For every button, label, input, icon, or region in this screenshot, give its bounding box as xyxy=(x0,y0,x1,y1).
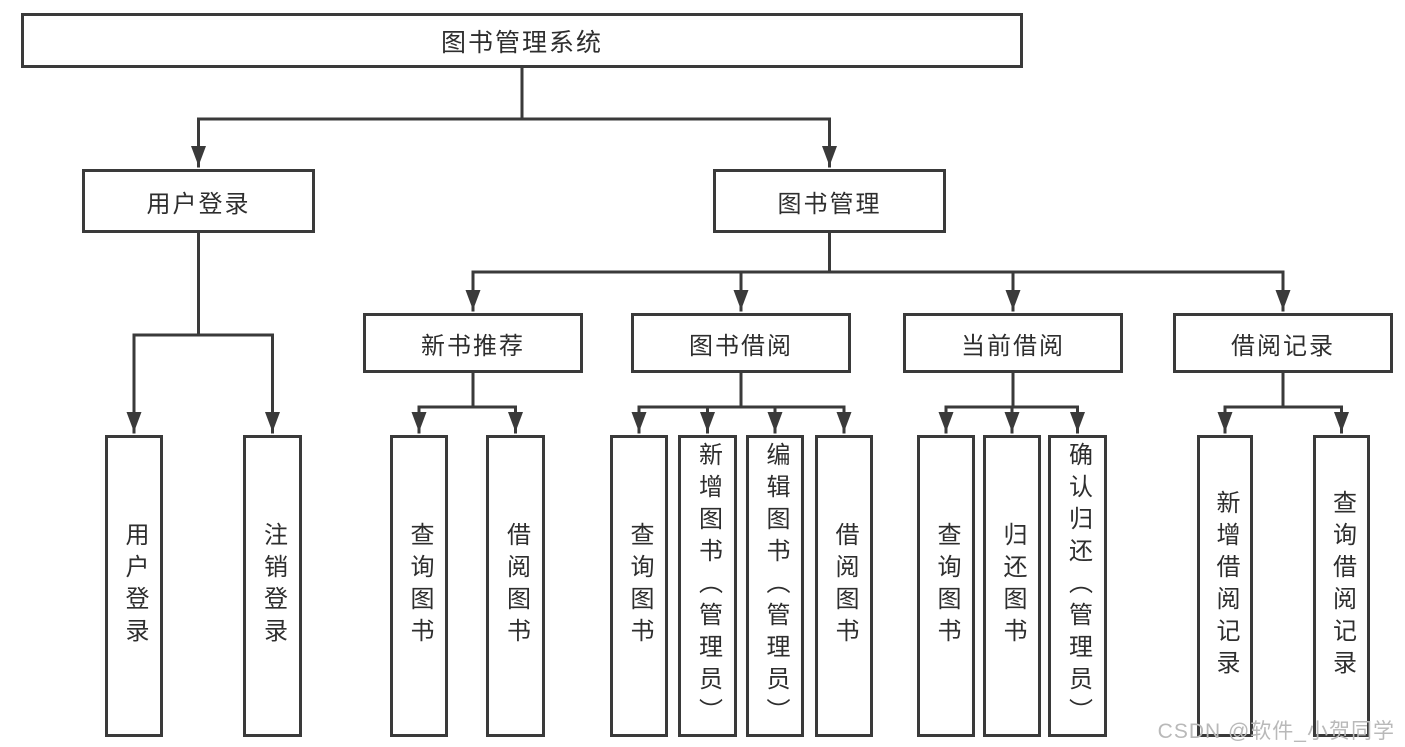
leaf-return-books: 归还图书 xyxy=(983,435,1041,737)
node-new-book-recommend: 新书推荐 xyxy=(363,313,583,373)
node-user-login: 用户登录 xyxy=(82,169,315,233)
leaf-query-borrow-record: 查询借阅记录 xyxy=(1313,435,1370,737)
node-book-borrowing: 图书借阅 xyxy=(631,313,851,373)
leaf-user-login: 用户登录 xyxy=(105,435,163,737)
leaf-borrow-books: 借阅图书 xyxy=(815,435,873,737)
leaf-add-borrow-record: 新增借阅记录 xyxy=(1197,435,1253,737)
leaf-logout: 注销登录 xyxy=(243,435,302,737)
leaf-query-books-recommend: 查询图书 xyxy=(390,435,448,737)
leaf-add-books-admin: 新增图书（管理员） xyxy=(678,435,737,737)
node-borrowing-records: 借阅记录 xyxy=(1173,313,1393,373)
leaf-query-books-borrowing: 查询图书 xyxy=(610,435,668,737)
leaf-edit-books-admin: 编辑图书（管理员） xyxy=(746,435,804,737)
leaf-borrow-books-recommend: 借阅图书 xyxy=(486,435,545,737)
leaf-query-books-current: 查询图书 xyxy=(917,435,975,737)
node-current-borrowing: 当前借阅 xyxy=(903,313,1123,373)
node-library-management-system: 图书管理系统 xyxy=(21,13,1023,68)
leaf-confirm-return-admin: 确认归还（管理员） xyxy=(1048,435,1107,737)
csdn-watermark: CSDN @软件_小贺同学 xyxy=(1157,720,1395,743)
node-book-management: 图书管理 xyxy=(713,169,946,233)
